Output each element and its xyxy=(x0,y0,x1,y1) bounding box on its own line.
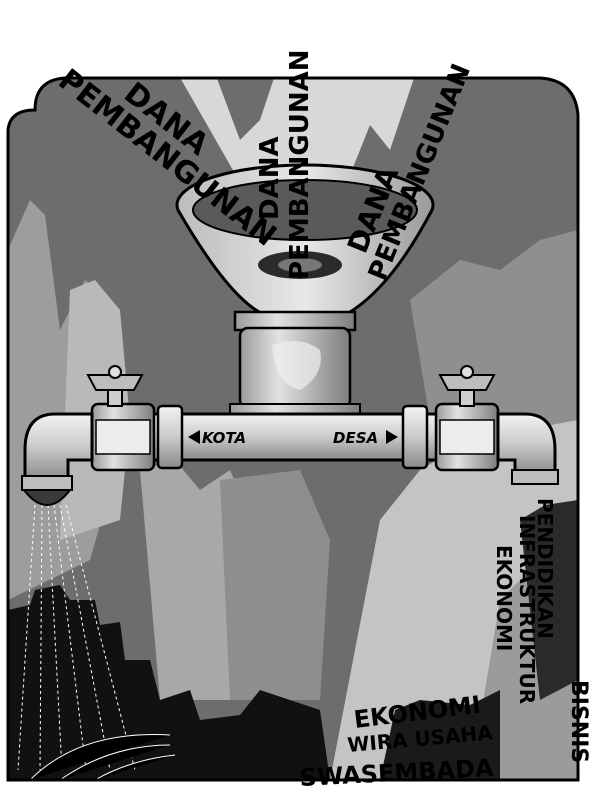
pipe-arrow-right xyxy=(386,430,398,444)
pipe-label-kota: KOTA xyxy=(202,429,246,447)
faucet-body xyxy=(229,310,361,417)
left-valve-handle xyxy=(86,365,144,407)
word-bisnis: BISNIS xyxy=(566,680,591,763)
word-infrastruktur: INFRASTRUKTUR xyxy=(515,515,539,704)
word-ekonomi-vertical: EKONOMI xyxy=(492,545,516,651)
word-dana: DANA xyxy=(255,136,285,220)
funnel xyxy=(175,163,435,317)
word-band-middle: DANA PEMBANGUNAN xyxy=(255,50,315,280)
pipe-label-desa: DESA xyxy=(333,429,378,447)
word-pendidikan: PENDIDIKAN xyxy=(533,498,557,639)
frame-border xyxy=(6,76,580,782)
right-valve-handle xyxy=(438,365,496,407)
word-pembangunan: PEMBANGUNAN xyxy=(285,50,315,280)
pipe-arrow-left xyxy=(188,430,200,444)
